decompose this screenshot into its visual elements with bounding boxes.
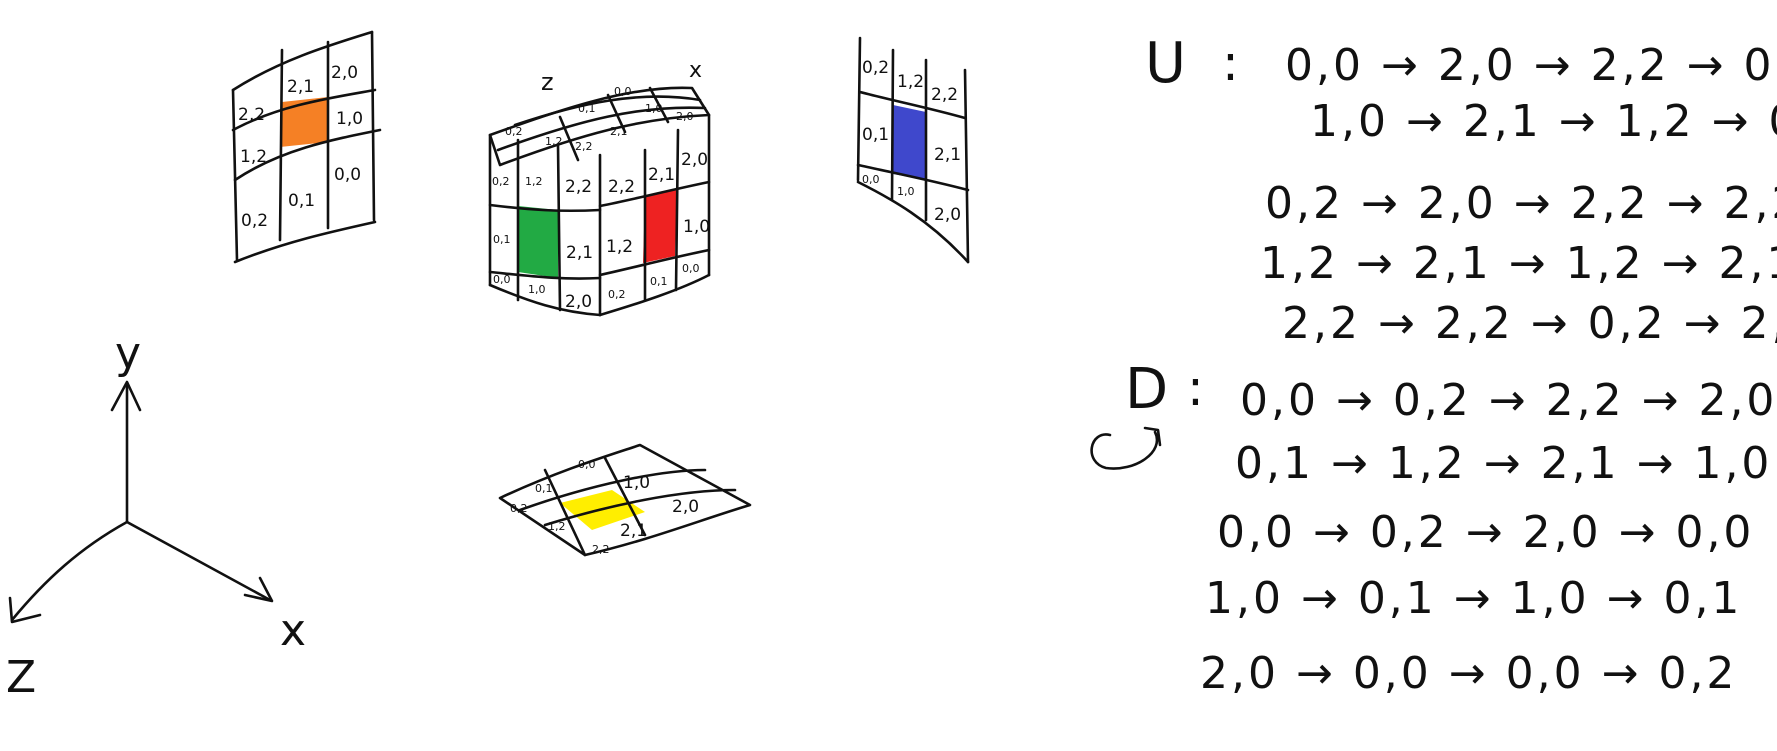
- bottom-face-cell: 2,1: [620, 521, 647, 541]
- right-face-cell: 1,2: [897, 72, 924, 92]
- cube-side-cell: 1,0: [683, 217, 710, 237]
- left-face-cell: 0,2: [241, 211, 268, 231]
- cube-top-cell: 0,2: [505, 125, 523, 138]
- right-face-cell: 2,1: [934, 145, 961, 165]
- right-face: 0,2 1,2 2,2 0,1 2,1 0,0 1,0 2,0: [856, 36, 970, 264]
- left-face-cell: 2,1: [287, 77, 314, 97]
- right-face-cell: 2,2: [931, 85, 958, 105]
- cube-side-cell: 1,2: [606, 237, 633, 257]
- cube-top-cell: 2,0: [676, 110, 694, 123]
- cube-front-cell: 1,2: [525, 175, 543, 188]
- right-face-cell: 0,2: [862, 58, 889, 78]
- u-rule-line: 0,0 → 2,0 → 2,2 → 0,2: [1285, 40, 1777, 91]
- u-rule-line: 2,2 → 2,2 → 0,2 → 2,0: [1282, 298, 1777, 349]
- cube: z x 0,2 0,1 0,0 1,0 2,0 1,2 2,2 2,1 0,2 …: [488, 58, 711, 317]
- cube-front-cell: 2,1: [566, 243, 593, 263]
- right-face-cell: 0,1: [862, 125, 889, 145]
- cube-side-cell: 0,1: [650, 275, 668, 288]
- right-face-cell: 0,0: [862, 173, 880, 186]
- bottom-face-cell: 1,2: [548, 520, 566, 533]
- cube-top-cell: 2,1: [610, 125, 628, 138]
- cube-top-cell: 2,2: [575, 140, 593, 153]
- u-rule-line: 0,2 → 2,0 → 2,2 → 2,2: [1265, 178, 1777, 229]
- z-axis-label: Z: [6, 652, 36, 703]
- cube-z-label: z: [541, 68, 554, 96]
- cube-top-cell: 1,0: [645, 102, 663, 115]
- cube-top-cell: 0,0: [614, 85, 632, 98]
- bottom-face-cell: 0,2: [510, 502, 528, 515]
- u-rule-line: 1,0 → 2,1 → 1,2 → 0,1: [1310, 96, 1777, 147]
- right-face-cell: 1,0: [897, 185, 915, 198]
- cube-side-cell: 0,2: [608, 288, 626, 301]
- y-axis-label: y: [115, 328, 141, 379]
- left-face-cell: 2,2: [238, 105, 265, 125]
- d-rule-line: 2,0 → 0,0 → 0,0 → 0,2: [1200, 648, 1737, 699]
- d-rule-line: 0,0 → 0,2 → 2,2 → 2,0: [1240, 375, 1777, 426]
- cube-side-cell: 2,1: [648, 165, 675, 185]
- axes-diagram: y x Z: [6, 328, 306, 703]
- d-rule-colon: :: [1187, 359, 1204, 417]
- left-face-cell: 0,0: [334, 165, 361, 185]
- u-rule-label: U: [1145, 31, 1186, 96]
- cube-front-cell: 0,0: [493, 273, 511, 286]
- bottom-face-cell: 0,1: [535, 482, 553, 495]
- cube-top-cell: 1,2: [545, 135, 563, 148]
- d-rule-label: D: [1125, 357, 1168, 422]
- bottom-face-cell: 0,0: [578, 458, 596, 471]
- green-center-square: [518, 206, 558, 278]
- cube-side-cell: 0,0: [682, 262, 700, 275]
- bottom-face-cell: 2,2: [592, 543, 610, 556]
- left-face: 2,2 2,1 2,0 1,2 1,0 0,2 0,1 0,0: [231, 30, 382, 264]
- d-rule-line: 0,0 → 0,2 → 2,0 → 0,0: [1217, 507, 1754, 558]
- cube-front-cell: 0,2: [492, 175, 510, 188]
- cube-side-cell: 2,2: [608, 177, 635, 197]
- cube-side-cell: 2,0: [681, 150, 708, 170]
- blue-center-square: [893, 105, 926, 180]
- cube-front-cell: 2,0: [565, 292, 592, 312]
- orange-center-square: [280, 97, 328, 147]
- left-face-cell: 1,0: [336, 109, 363, 129]
- cube-x-label: x: [689, 58, 702, 83]
- u-rules: U : 0,0 → 2,0 → 2,2 → 0,2 1,0 → 2,1 → 1,…: [1145, 31, 1777, 349]
- cube-front-cell: 2,2: [565, 177, 592, 197]
- d-rule-line: 0,1 → 1,2 → 2,1 → 1,0: [1235, 438, 1772, 489]
- u-rule-colon: :: [1222, 34, 1239, 92]
- x-axis-label: x: [280, 605, 306, 656]
- cube-front-cell: 0,1: [493, 233, 511, 246]
- cube-front-cell: 1,0: [528, 283, 546, 296]
- bottom-face-cell: 1,0: [623, 473, 650, 493]
- rotate-arrow-icon: [1090, 426, 1162, 470]
- left-face-cell: 1,2: [240, 147, 267, 167]
- cube-top-cell: 0,1: [578, 102, 596, 115]
- left-face-cell: 2,0: [331, 63, 358, 83]
- right-face-cell: 2,0: [934, 205, 961, 225]
- d-rules: D : 0,0 → 0,2 → 2,2 → 2,0 0,1 → 1,2 → 2,…: [1090, 357, 1777, 699]
- bottom-face: 0,0 0,1 1,0 0,2 2,0 1,2 2,1 2,2: [498, 443, 752, 557]
- left-face-cell: 0,1: [288, 191, 315, 211]
- bottom-face-cell: 2,0: [672, 497, 699, 517]
- d-rule-line: 1,0 → 0,1 → 1,0 → 0,1: [1205, 573, 1742, 624]
- u-rule-line: 1,2 → 2,1 → 1,2 → 2,1: [1260, 238, 1777, 289]
- red-center-square: [643, 188, 677, 263]
